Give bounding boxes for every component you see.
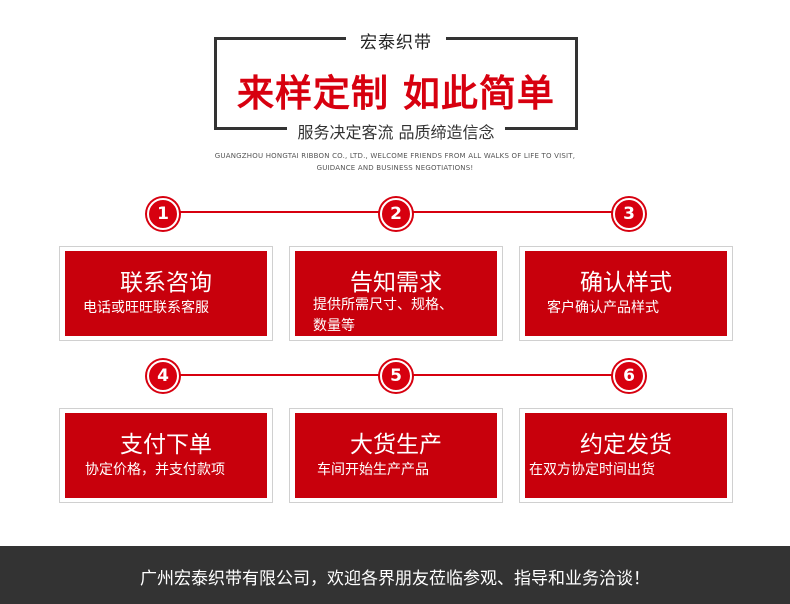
slogan: 服务决定客流 品质缔造信念 [287, 119, 505, 143]
step-description: 提供所需尺寸、规格、数量等 [313, 297, 453, 334]
step-number-badge: 6 [613, 360, 645, 392]
step-card: 大货生产 车间开始生产产品 [289, 408, 503, 503]
step-card-body: 联系咨询 电话或旺旺联系客服 [65, 251, 267, 336]
step-title: 确认样式 [580, 270, 672, 296]
step-title: 约定发货 [580, 432, 672, 458]
english-tagline: GUANGZHOU HONGTAI RIBBON CO., LTD., WELC… [150, 150, 640, 174]
brand-row: 宏泰织带 [214, 28, 578, 53]
step-card: 告知需求 提供所需尺寸、规格、数量等 [289, 246, 503, 341]
step-title: 联系咨询 [120, 270, 212, 296]
step-number-badge: 1 [147, 198, 179, 230]
slogan-row: 服务决定客流 品质缔造信念 [214, 119, 578, 143]
step-title: 支付下单 [120, 432, 212, 458]
step-description: 车间开始生产产品 [317, 462, 429, 478]
footer-bar: 广州宏泰织带有限公司，欢迎各界朋友莅临参观、指导和业务洽谈！ [0, 546, 790, 604]
step-card-body: 确认样式 客户确认产品样式 [525, 251, 727, 336]
step-description: 客户确认产品样式 [547, 300, 659, 316]
step-card: 支付下单 协定价格，并支付款项 [59, 408, 273, 503]
step-card-body: 约定发货 在双方协定时间出货 [525, 413, 727, 498]
step-description: 协定价格，并支付款项 [85, 462, 225, 478]
step-title: 告知需求 [350, 270, 442, 296]
step-number-badge: 5 [380, 360, 412, 392]
step-description: 在双方协定时间出货 [529, 462, 655, 478]
brand-name: 宏泰织带 [346, 28, 446, 53]
english-tagline-line2: GUIDANCE AND BUSINESS NEGOTIATIONS! [316, 164, 474, 172]
english-tagline-line1: GUANGZHOU HONGTAI RIBBON CO., LTD., WELC… [214, 152, 576, 160]
step-card-body: 支付下单 协定价格，并支付款项 [65, 413, 267, 498]
footer-text: 广州宏泰织带有限公司，欢迎各界朋友莅临参观、指导和业务洽谈！ [140, 569, 650, 589]
step-number-badge: 2 [380, 198, 412, 230]
step-card-body: 告知需求 提供所需尺寸、规格、数量等 [295, 251, 497, 336]
step-number-badge: 3 [613, 198, 645, 230]
step-card: 确认样式 客户确认产品样式 [519, 246, 733, 341]
step-card-body: 大货生产 车间开始生产产品 [295, 413, 497, 498]
step-number-badge: 4 [147, 360, 179, 392]
step-title: 大货生产 [350, 432, 442, 458]
step-card: 约定发货 在双方协定时间出货 [519, 408, 733, 503]
step-description: 电话或旺旺联系客服 [83, 300, 209, 316]
headline: 来样定制 如此简单 [237, 72, 555, 115]
step-card: 联系咨询 电话或旺旺联系客服 [59, 246, 273, 341]
